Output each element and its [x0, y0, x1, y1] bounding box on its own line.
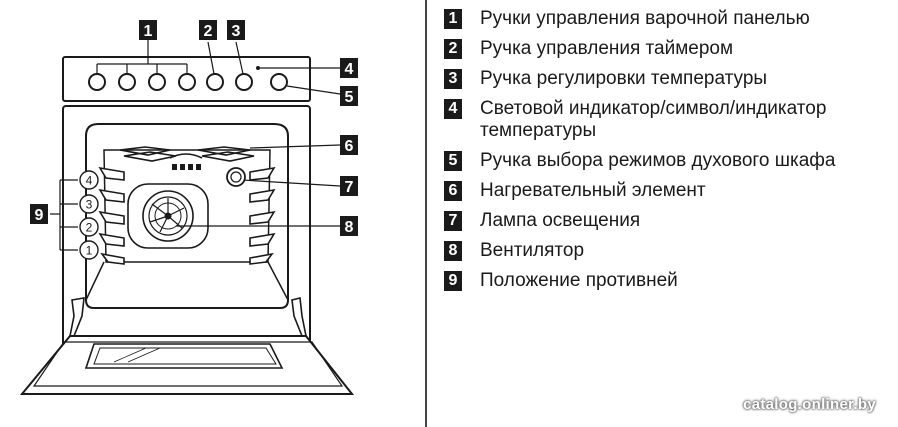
hob-knob-2: [118, 73, 136, 91]
legend-item-5: 5 Ручка выбора режимов духового шкафа: [444, 150, 894, 172]
shelf-rails-right: [249, 166, 276, 265]
oven-body: [62, 105, 311, 357]
oven-diagram: 4 3 2 1 1 2 3 4 5: [19, 20, 358, 395]
legend-label: Ручка регулировки температуры: [480, 68, 768, 89]
callout-6: 6: [340, 135, 358, 155]
svg-text:2: 2: [204, 23, 213, 40]
legend-number: 2: [444, 39, 462, 59]
shelf-position-3: 3: [79, 194, 99, 214]
legend-number: 6: [444, 181, 462, 201]
legend-label: Положение противней: [480, 270, 678, 291]
hob-knob-1: [88, 73, 106, 91]
svg-text:6: 6: [345, 138, 354, 155]
mode-knob: [270, 73, 288, 91]
indicator-light: [256, 66, 260, 70]
svg-text:3: 3: [86, 198, 93, 212]
heating-element: [119, 146, 255, 162]
legend-number: 7: [444, 211, 462, 231]
legend-item-7: 7 Лампа освещения: [444, 210, 894, 232]
svg-text:2: 2: [86, 221, 93, 235]
svg-text:9: 9: [35, 207, 44, 224]
legend-label: Лампа освещения: [480, 210, 641, 231]
heating-element-terminals: [172, 164, 201, 170]
legend-label: Нагревательный элемент: [480, 180, 706, 201]
legend: 1 Ручки управления варочной панелью 2 Ру…: [444, 8, 894, 300]
svg-text:3: 3: [232, 23, 241, 40]
callout-3: 3: [227, 20, 245, 40]
legend-label: Ручка выбора режимов духового шкафа: [480, 150, 836, 171]
shelf-position-2: 2: [79, 217, 99, 237]
shelf-rails-left: [98, 166, 125, 265]
legend-item-4: 4 Световой индикатор/символ/индикатор те…: [444, 98, 894, 142]
timer-knob: [206, 73, 224, 91]
svg-text:7: 7: [345, 179, 354, 196]
legend-number: 1: [444, 9, 462, 29]
legend-item-2: 2 Ручка управления таймером: [444, 38, 894, 60]
shelf-position-4: 4: [79, 170, 99, 190]
shelf-position-1: 1: [79, 240, 99, 260]
legend-number: 9: [444, 271, 462, 291]
svg-text:8: 8: [345, 219, 354, 236]
callout-8: 8: [340, 216, 358, 236]
legend-label: Световой индикатор/символ/индикатор темп…: [480, 98, 827, 141]
svg-text:4: 4: [86, 174, 93, 188]
fan: [127, 183, 209, 249]
svg-text:1: 1: [86, 244, 93, 258]
legend-number: 3: [444, 69, 462, 89]
column-divider: [425, 0, 427, 427]
legend-item-8: 8 Вентилятор: [444, 240, 894, 262]
legend-label: Вентилятор: [480, 240, 585, 261]
legend-number: 5: [444, 151, 462, 171]
legend-item-3: 3 Ручка регулировки температуры: [444, 68, 894, 90]
control-panel: [62, 56, 311, 102]
legend-label: Ручка управления таймером: [480, 38, 734, 59]
legend-item-1: 1 Ручки управления варочной панелью: [444, 8, 894, 30]
legend-number: 4: [444, 99, 462, 119]
callout-7: 7: [340, 176, 358, 196]
hob-knob-4: [178, 73, 196, 91]
callout-2: 2: [199, 20, 217, 40]
watermark: catalog.onliner.by: [743, 396, 876, 413]
callout-4: 4: [340, 58, 358, 78]
svg-text:4: 4: [345, 61, 354, 78]
callout-1: 1: [139, 20, 157, 40]
legend-item-6: 6 Нагревательный элемент: [444, 180, 894, 202]
hob-knob-3: [148, 73, 166, 91]
temperature-knob: [235, 73, 253, 91]
callout-9: 9: [30, 204, 48, 224]
legend-number: 8: [444, 241, 462, 261]
legend-label: Ручки управления варочной панелью: [480, 8, 810, 29]
svg-text:5: 5: [345, 89, 354, 106]
oven-door: [19, 335, 355, 395]
door-window: [84, 343, 284, 369]
callout-5: 5: [340, 86, 358, 106]
legend-item-9: 9 Положение противней: [444, 270, 894, 292]
oven-lamp: [226, 167, 246, 187]
svg-text:1: 1: [144, 23, 153, 40]
door-hinges: [69, 297, 307, 337]
